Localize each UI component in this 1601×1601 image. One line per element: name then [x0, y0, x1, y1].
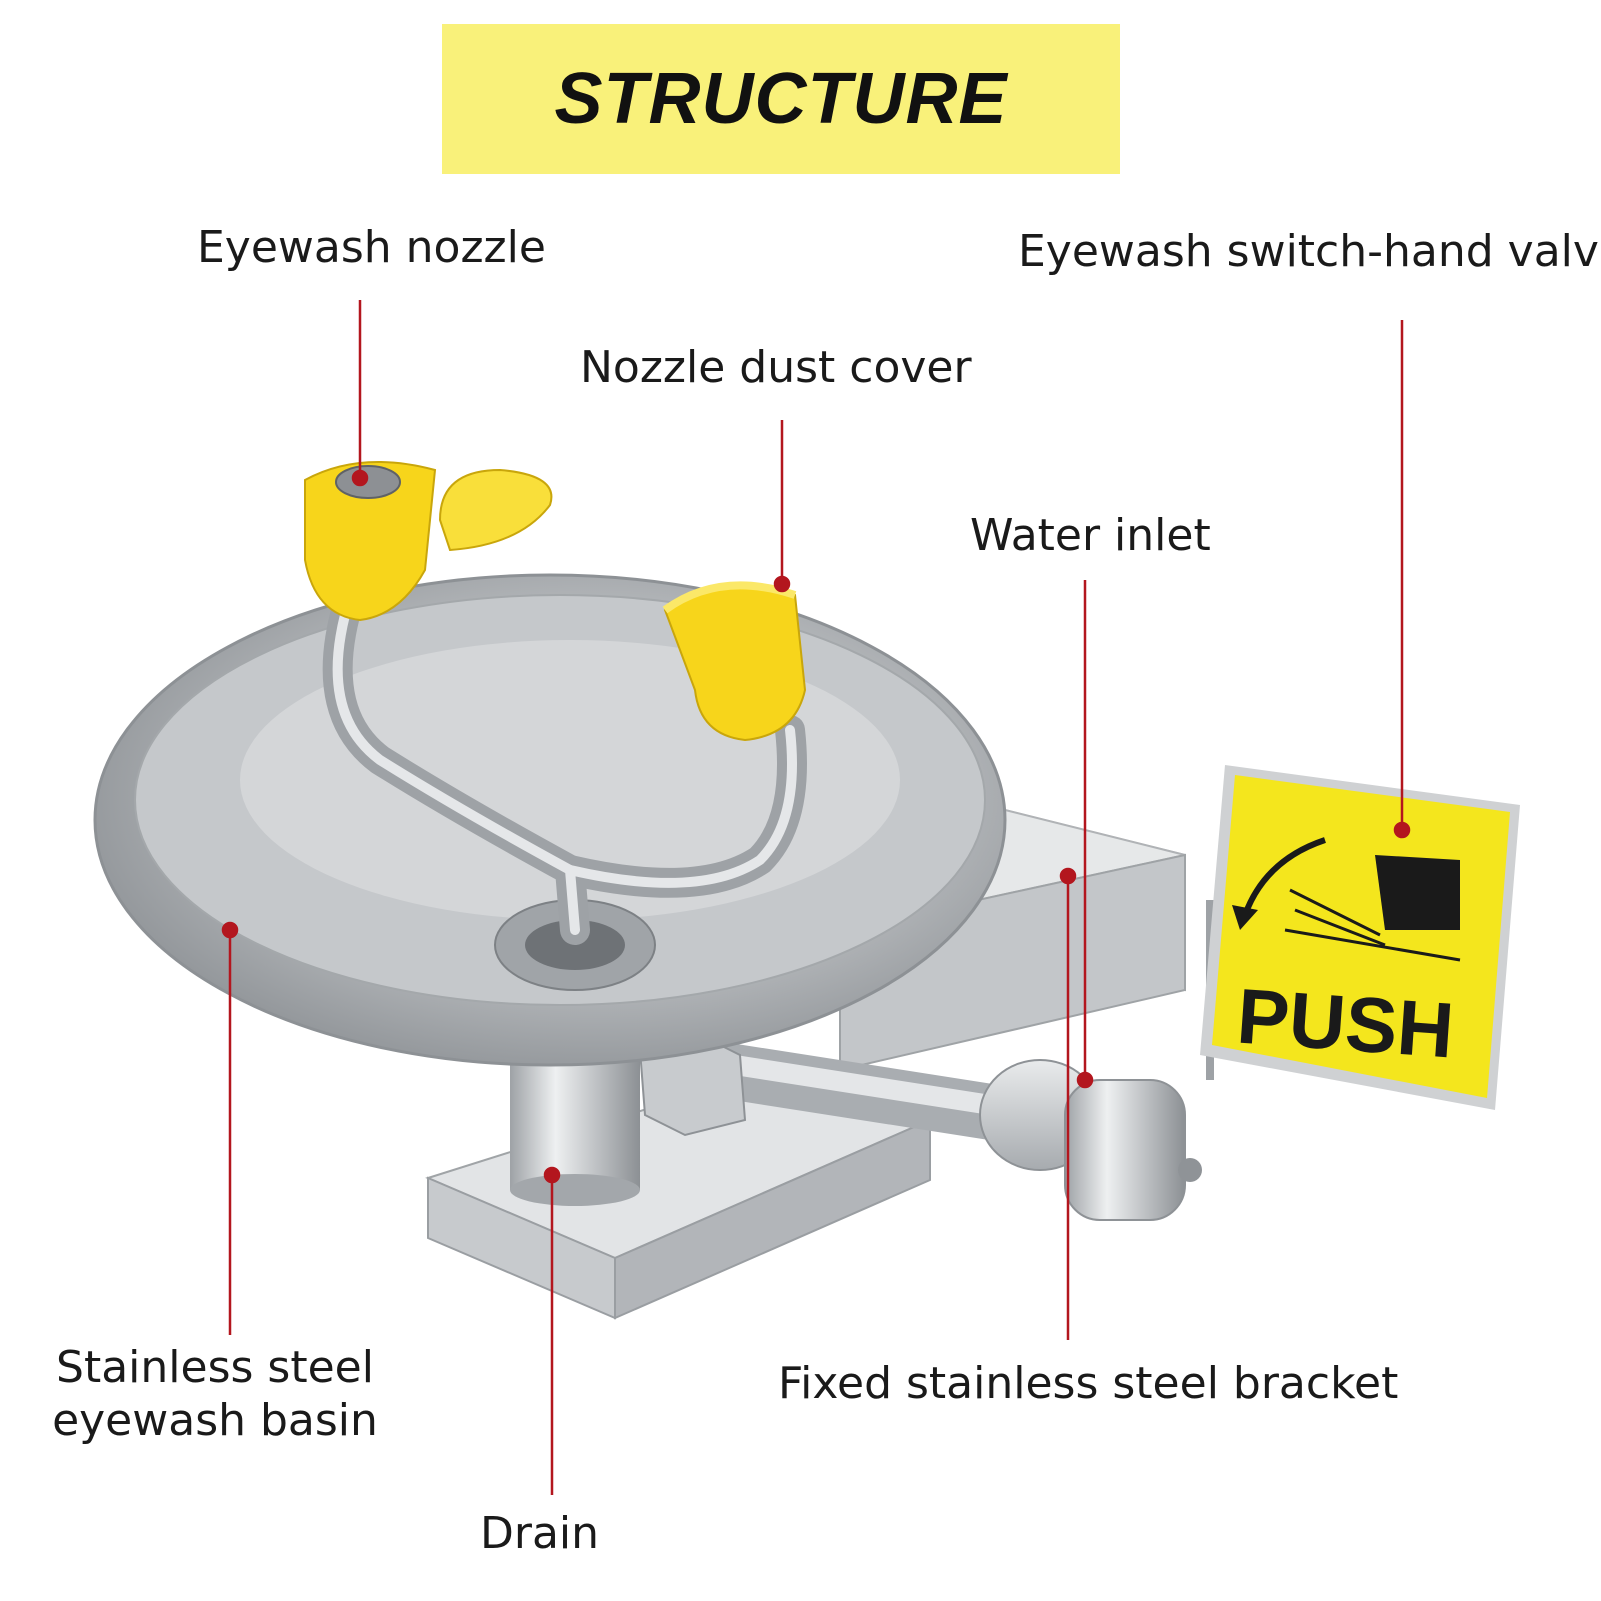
label-basin-line1: Stainless steel [56, 1342, 374, 1393]
leader-dot-water-inlet [1076, 1071, 1094, 1089]
title-banner: STRUCTURE [442, 24, 1120, 174]
leader-dot-eyewash-nozzle [351, 469, 369, 487]
leader-dot-bracket [1059, 867, 1077, 885]
label-water-inlet: Water inlet [970, 510, 1211, 561]
label-drain: Drain [480, 1508, 600, 1559]
page-title: STRUCTURE [554, 59, 1008, 139]
leader-lines [221, 300, 1411, 1495]
label-hand-valve: Eyewash switch-hand valve [1018, 226, 1601, 277]
label-basin-line2: eyewash basin [52, 1394, 378, 1446]
push-sign [1200, 765, 1520, 1110]
leader-dot-hand-valve [1393, 821, 1411, 839]
label-basin: Stainless steel eyewash basin [50, 1342, 380, 1448]
eyewash-nozzle-left [304, 461, 553, 622]
leader-dot-basin [221, 921, 239, 939]
valve-body [979, 1059, 1202, 1221]
nozzle-arm [322, 600, 807, 945]
label-dust-cover: Nozzle dust cover [580, 342, 972, 393]
water-pipe [638, 1033, 1038, 1143]
leader-dot-drain [543, 1166, 561, 1184]
eyewash-basin [93, 573, 1007, 1067]
label-bracket: Fixed stainless steel bracket [778, 1358, 1399, 1409]
leader-dot-dust-cover [773, 575, 791, 593]
push-sign-text: PUSH [1234, 972, 1456, 1075]
label-eyewash-nozzle: Eyewash nozzle [197, 222, 546, 273]
